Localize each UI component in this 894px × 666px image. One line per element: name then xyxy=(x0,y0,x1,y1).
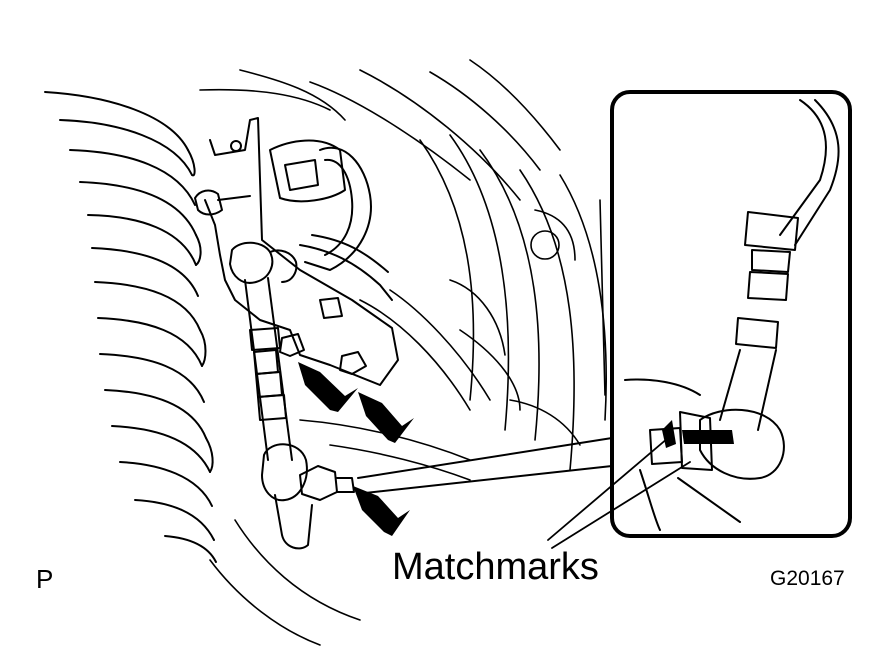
arrow-icon xyxy=(358,392,414,443)
coil-spring xyxy=(44,91,217,563)
sensor-bracket xyxy=(194,117,399,386)
matchmark-arrow-icon xyxy=(662,420,734,448)
matchmark-leaders xyxy=(547,437,691,549)
arrow-icon xyxy=(353,486,410,536)
corner-mark-label: P xyxy=(36,564,54,594)
inset-leader xyxy=(357,437,613,494)
arrow-icon xyxy=(298,362,358,412)
detail-inset xyxy=(610,90,852,538)
sensor-link-rod xyxy=(244,277,313,550)
nut-upper xyxy=(279,333,367,375)
matchmarks-label: Matchmarks xyxy=(392,546,599,588)
nut-lower xyxy=(299,465,355,501)
figure-code-label: G20167 xyxy=(770,567,845,590)
